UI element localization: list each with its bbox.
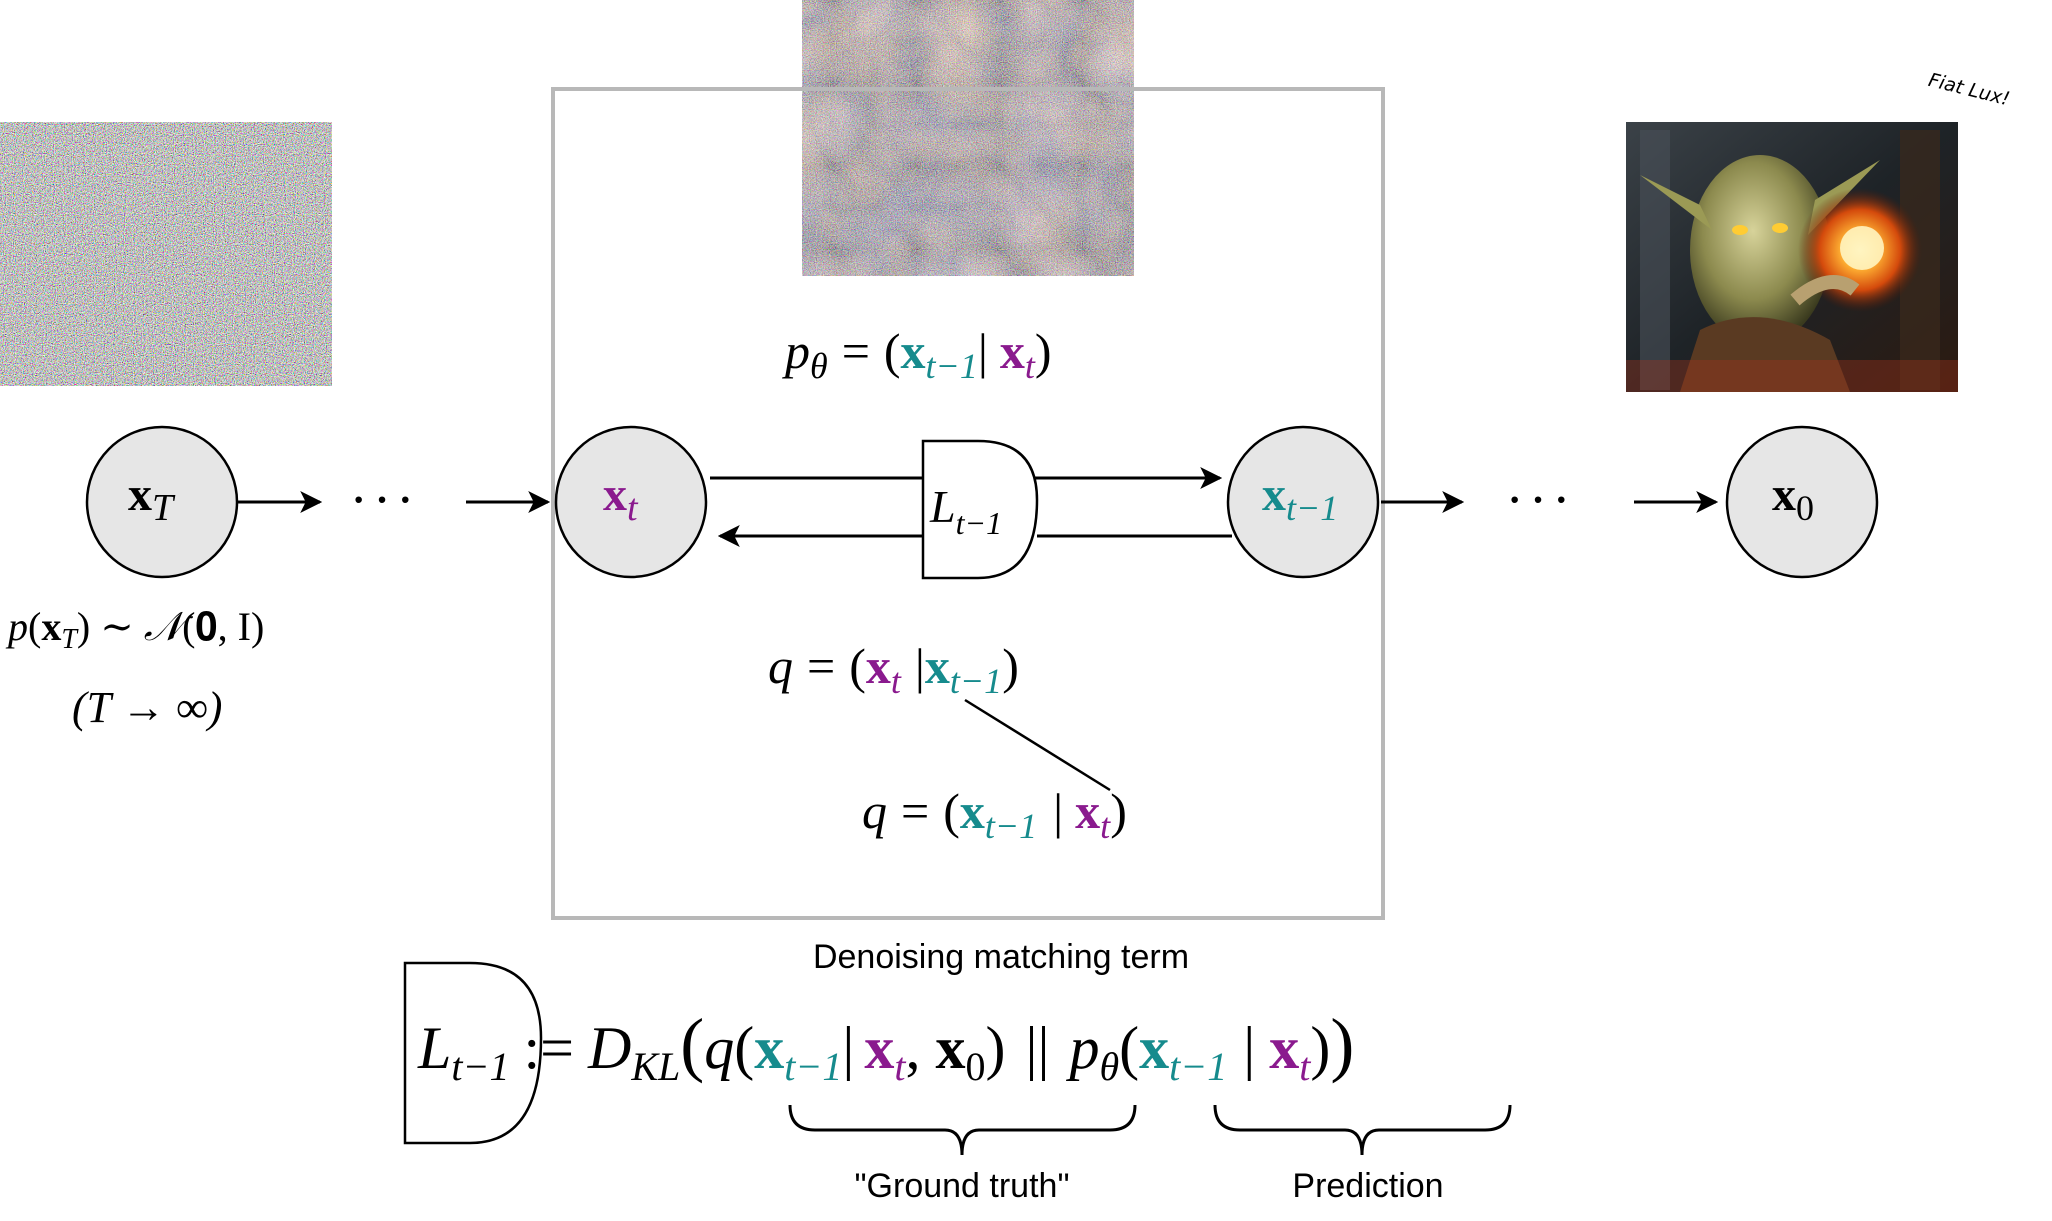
node-xT: xT	[85, 425, 239, 579]
pure-noise-image	[0, 122, 332, 386]
loss-gate-shape: Lt−1	[921, 439, 1039, 580]
fiat-lux-note: Fiat Lux!	[1926, 69, 2012, 110]
prediction-brace	[1213, 1104, 1512, 1156]
node-x0: x0	[1725, 425, 1879, 579]
svg-text:Lt−1: Lt−1	[929, 481, 1002, 541]
denoising-frame-label: Denoising matching term	[813, 938, 1189, 976]
prior-distribution: p(xT)∼𝒩(𝟎, I)	[5, 604, 264, 655]
q-posterior-equation: q=(xt−1|xt)	[862, 783, 1127, 846]
loss-definition-equation: Lt−1:=DKL(q(xt−1|xt, x0)||pθ(xt−1|xt))	[417, 1004, 1354, 1089]
svg-text:xT: xT	[128, 468, 176, 529]
ellipsis-right: · · ·	[1508, 477, 1568, 522]
node-xtm1: xt−1	[1226, 425, 1380, 579]
svg-text:xt−1: xt−1	[1262, 468, 1338, 528]
q-connector-line	[964, 698, 1111, 792]
loss-arrows	[710, 467, 1232, 547]
loss-definition-gate	[403, 961, 543, 1145]
q-forward-equation: q=(xt|xt−1)	[768, 638, 1019, 701]
svg-text:x0: x0	[1772, 468, 1814, 528]
goblin-fire-image	[1626, 122, 1958, 392]
ground-truth-brace	[788, 1104, 1137, 1156]
ground-truth-label: "Ground truth"	[854, 1167, 1069, 1205]
prior-limit: (T → ∞)	[72, 683, 222, 732]
ptheta-equation: pθ=(xt−1|xt)	[782, 323, 1052, 386]
ellipsis-left: · · ·	[352, 477, 412, 522]
prediction-label: Prediction	[1292, 1167, 1443, 1205]
svg-text:xt: xt	[603, 468, 639, 529]
partially-denoised-image	[802, 0, 1134, 276]
node-xt: xt	[554, 425, 708, 579]
